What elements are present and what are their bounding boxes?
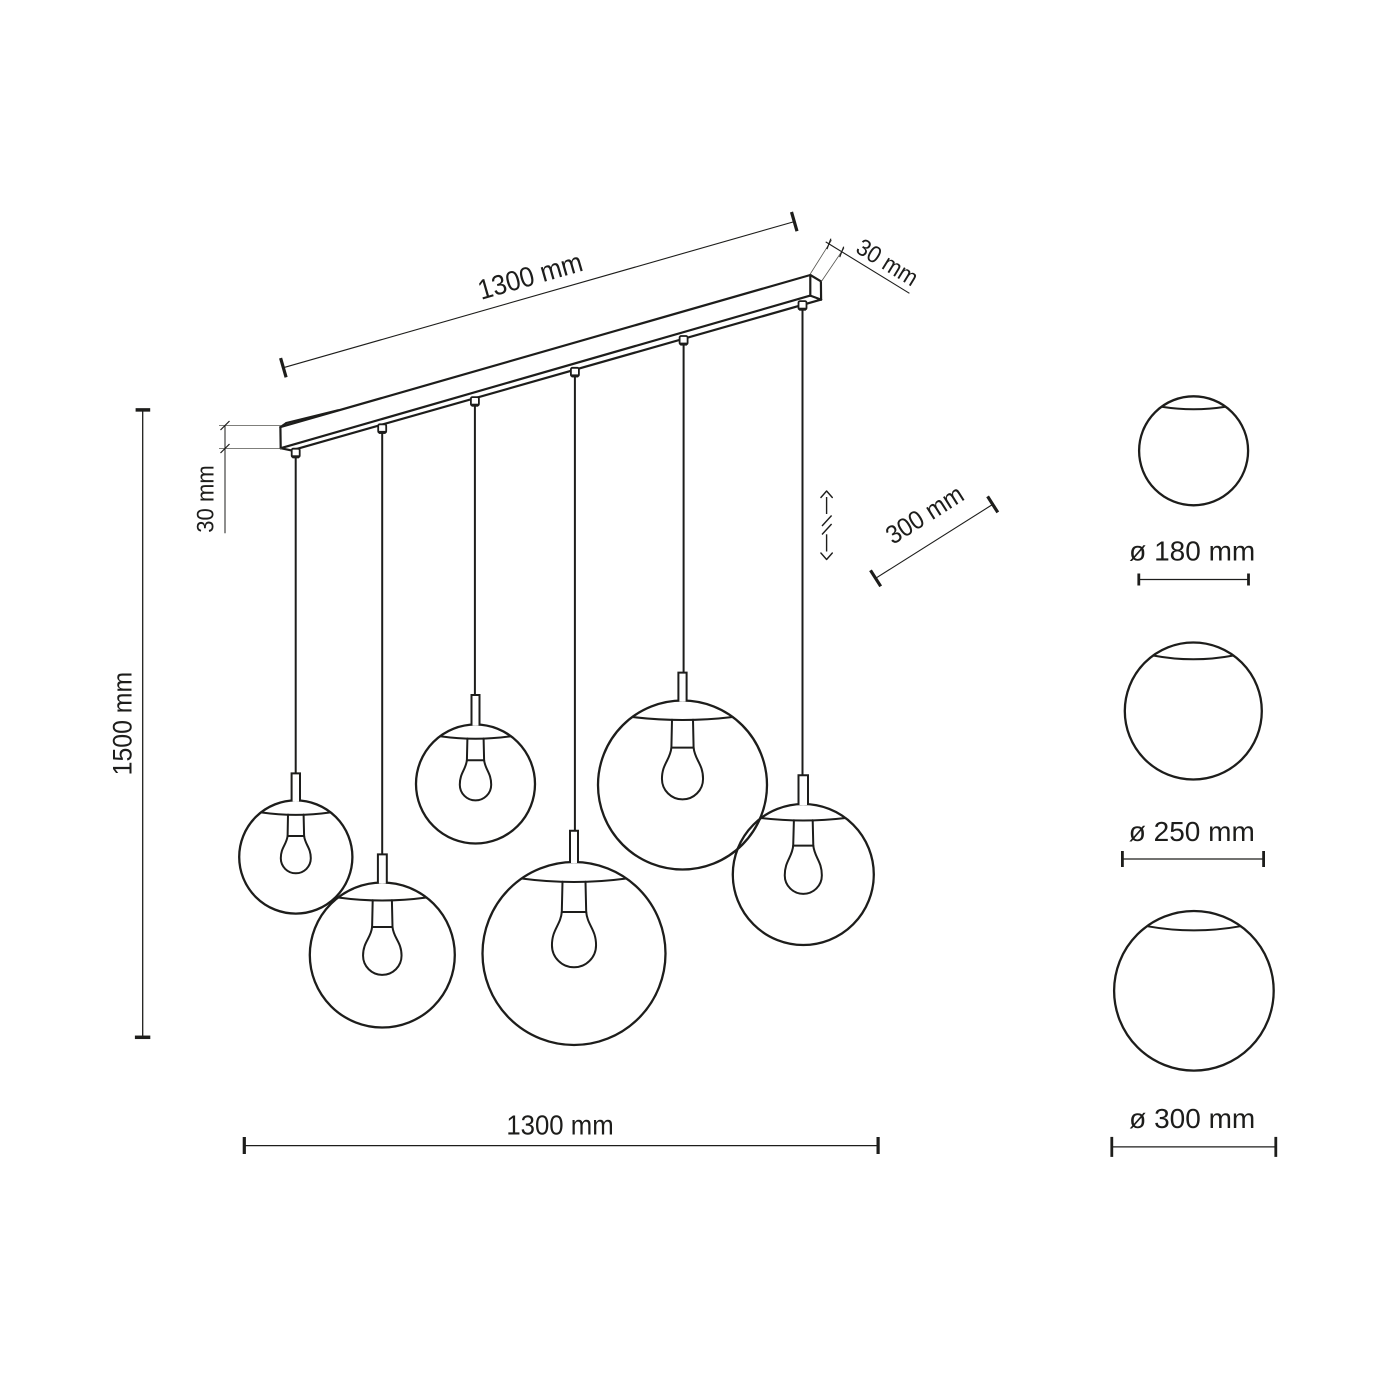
svg-text:ø 250 mm: ø 250 mm [1129,816,1255,847]
svg-text:ø 180 mm: ø 180 mm [1129,536,1255,567]
svg-text:1500 mm: 1500 mm [109,672,138,776]
svg-text:30 mm: 30 mm [192,465,219,532]
svg-text:1300 mm: 1300 mm [506,1109,613,1140]
svg-text:ø 300 mm: ø 300 mm [1129,1103,1255,1134]
